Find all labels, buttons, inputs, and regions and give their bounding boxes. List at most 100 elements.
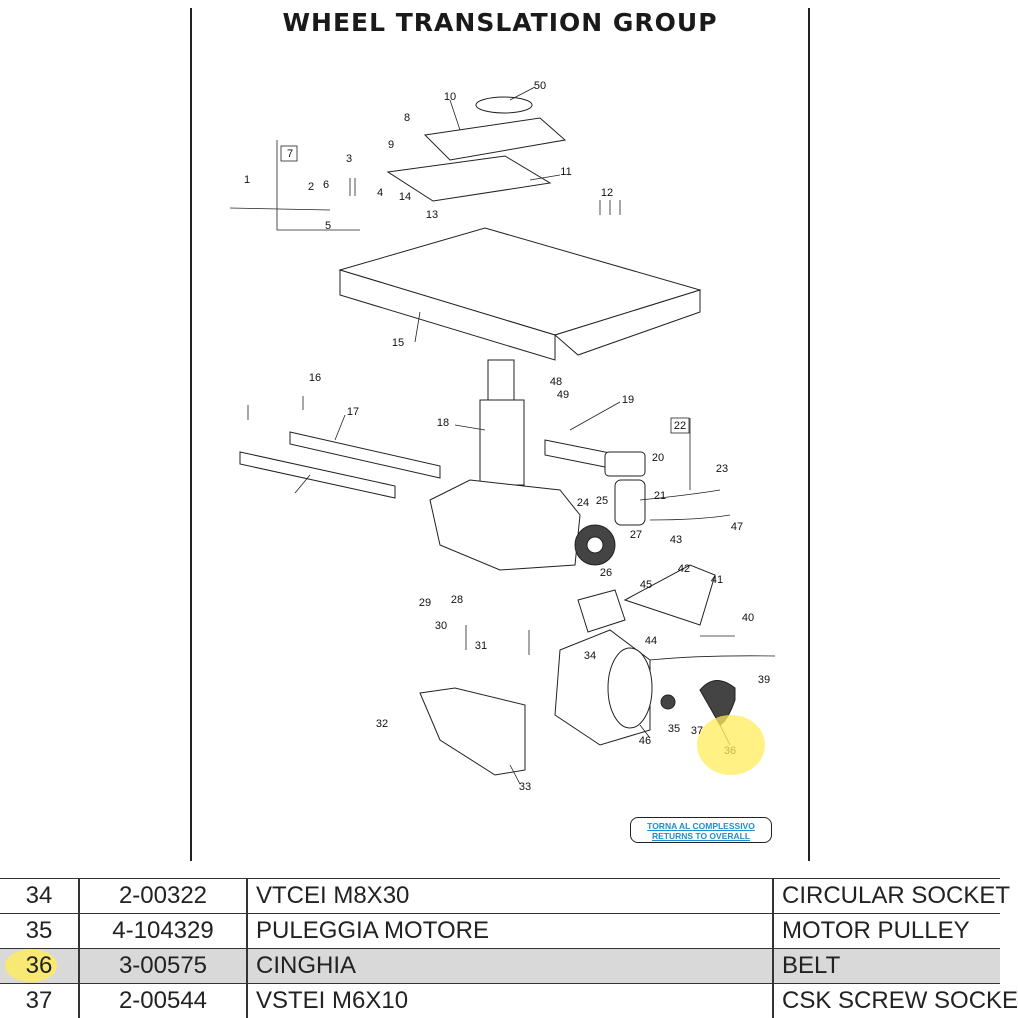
leader-lines xyxy=(294,86,731,785)
code-cell: 3-00575 xyxy=(118,952,208,979)
column-divider xyxy=(246,879,248,913)
column-divider xyxy=(772,914,774,948)
actuator-head xyxy=(604,451,646,477)
callout-27: 27 xyxy=(630,529,642,541)
callout-25: 25 xyxy=(596,495,608,507)
plate-11 xyxy=(386,155,552,202)
table-row[interactable]: 37 2-00544 VSTEI M6X10 CSK SCREW SOCKE xyxy=(0,983,1018,1018)
sheet-border-right xyxy=(808,8,810,861)
callout-box-7 xyxy=(280,145,298,162)
callout-4: 4 xyxy=(377,187,383,199)
callout-18: 18 xyxy=(437,417,449,429)
column-divider xyxy=(78,984,80,1018)
column-divider xyxy=(246,914,248,948)
description-it-cell: VSTEI M6X10 xyxy=(256,987,409,1014)
callout-21: 21 xyxy=(654,490,666,502)
callout-26: 26 xyxy=(600,567,612,579)
bolts xyxy=(229,178,621,655)
column-top xyxy=(487,359,515,406)
column-divider xyxy=(246,949,248,983)
column-divider xyxy=(78,914,80,948)
callout-49: 49 xyxy=(557,389,569,401)
row-highlight-marker xyxy=(5,949,57,982)
callout-8: 8 xyxy=(404,112,410,124)
return-label-en[interactable]: RETURNS TO OVERALL xyxy=(651,831,751,841)
callout-24: 24 xyxy=(577,497,589,509)
callout-10: 10 xyxy=(444,91,456,103)
plate-45 xyxy=(577,589,626,633)
callout-7: 7 xyxy=(287,148,293,160)
column-divider xyxy=(78,879,80,913)
callout-22: 22 xyxy=(674,420,686,432)
callout-43: 43 xyxy=(670,534,682,546)
code-cell: 2-00544 xyxy=(118,987,208,1014)
callout-33: 33 xyxy=(519,781,531,793)
callout-34: 34 xyxy=(584,650,596,662)
code-cell: 4-104329 xyxy=(112,917,214,944)
callout-46: 46 xyxy=(639,735,651,747)
position-cell: 37 xyxy=(25,987,53,1014)
callout-12: 12 xyxy=(601,187,613,199)
description-it-cell: VTCEI M8X30 xyxy=(256,882,410,909)
callout-31: 31 xyxy=(475,640,487,652)
column-divider xyxy=(772,949,774,983)
motor-face xyxy=(607,647,653,729)
callout-16: 16 xyxy=(309,372,321,384)
description-en-cell: CIRCULAR SOCKET xyxy=(782,882,1011,909)
callout-2: 2 xyxy=(308,181,314,193)
column-body xyxy=(479,399,525,486)
gearbox xyxy=(429,479,581,571)
callout-5: 5 xyxy=(325,220,331,232)
column-divider xyxy=(772,879,774,913)
callout-48: 48 xyxy=(550,376,562,388)
callout-32: 32 xyxy=(376,718,388,730)
description-it-cell: PULEGGIA MOTORE xyxy=(256,917,489,944)
description-en-cell: MOTOR PULLEY xyxy=(782,917,970,944)
callout-14: 14 xyxy=(399,191,411,203)
column-divider xyxy=(772,984,774,1018)
callout-11: 11 xyxy=(560,166,571,178)
motor-pulley-35 xyxy=(660,694,676,710)
callout-35: 35 xyxy=(668,723,680,735)
exploded-view-drawing: 5010891171234561213141516171819202122232… xyxy=(229,80,776,793)
page-title: WHEEL TRANSLATION GROUP xyxy=(282,8,718,37)
callout-47: 47 xyxy=(731,521,743,533)
cover-plate-10 xyxy=(423,117,567,161)
frame-side xyxy=(339,269,556,361)
callout-6: 6 xyxy=(323,179,329,191)
drawing-sheet: WHEEL TRANSLATION GROUP xyxy=(190,8,810,861)
rod-17a xyxy=(289,431,441,479)
callout-20: 20 xyxy=(652,452,664,464)
position-cell: 36 xyxy=(25,952,53,979)
code-cell: 2-00322 xyxy=(118,882,208,909)
callout-19: 19 xyxy=(622,394,634,406)
bracket-41 xyxy=(623,564,716,626)
rod-17b xyxy=(239,451,396,499)
callout-42: 42 xyxy=(678,563,690,575)
callout-50: 50 xyxy=(534,80,546,92)
callout-28: 28 xyxy=(451,594,463,606)
highlight-marker xyxy=(697,715,765,775)
callout-13: 13 xyxy=(426,209,438,221)
callout-9: 9 xyxy=(388,139,394,151)
frame-front xyxy=(553,289,701,356)
cables xyxy=(639,489,776,661)
column-divider xyxy=(246,984,248,1018)
callout-45: 45 xyxy=(640,579,652,591)
description-en-cell: CSK SCREW SOCKE xyxy=(782,987,1018,1014)
column-divider xyxy=(78,949,80,983)
return-label-it[interactable]: TORNA AL COMPLESSIVO xyxy=(647,821,755,831)
callout-29: 29 xyxy=(419,597,431,609)
callout-41: 41 xyxy=(711,574,723,586)
return-to-overall-button[interactable]: TORNA AL COMPLESSIVO RETURNS TO OVERALL xyxy=(630,817,772,843)
callout-44: 44 xyxy=(645,635,657,647)
description-en-cell: BELT xyxy=(782,952,841,979)
callout-15: 15 xyxy=(392,337,404,349)
actuator-motor xyxy=(614,479,646,526)
washer-50 xyxy=(475,96,533,114)
callout-box-22 xyxy=(670,417,690,434)
